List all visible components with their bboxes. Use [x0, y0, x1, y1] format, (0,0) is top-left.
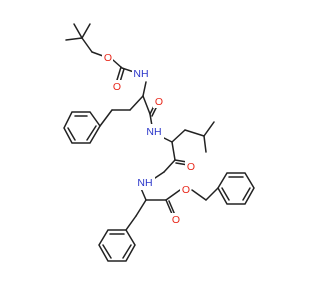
- nitrogen-label: NH: [146, 126, 161, 138]
- tert-butyl-group: [65, 23, 93, 53]
- atom-n2: NH: [145, 124, 164, 139]
- bond: [122, 244, 132, 259]
- bond: [125, 215, 137, 231]
- bond: [205, 187, 219, 201]
- bond: [168, 200, 176, 216]
- bond: [142, 81, 147, 97]
- bond: [102, 244, 112, 259]
- atom-n1: NH: [132, 66, 150, 81]
- bond: [98, 229, 136, 262]
- bond: [135, 199, 147, 217]
- bond: [116, 66, 122, 81]
- bond: [184, 129, 205, 137]
- structure-canvas: O O NH O NH O NH O O: [63, 23, 255, 262]
- atom-o6: O: [180, 183, 191, 196]
- bond: [129, 95, 144, 111]
- bond: [67, 127, 76, 141]
- phenyl-ring-2: [98, 229, 136, 262]
- bond: [203, 135, 207, 153]
- oxygen-label: O: [182, 184, 190, 196]
- bond: [63, 111, 101, 144]
- atom-n3: NH: [136, 175, 155, 190]
- nitrogen-label: NH: [133, 68, 148, 80]
- oxygen-label: O: [155, 96, 163, 108]
- atom-o4: O: [185, 160, 196, 173]
- atom-o5: O: [170, 213, 181, 226]
- bond: [171, 129, 186, 143]
- bond: [99, 109, 113, 127]
- phenyl-ring-3: [217, 172, 255, 205]
- bond: [191, 189, 207, 201]
- atom-o1: O: [102, 51, 113, 64]
- bond: [73, 23, 83, 39]
- bond: [217, 172, 255, 205]
- bond: [242, 187, 251, 201]
- bond: [171, 141, 176, 161]
- bond: [65, 37, 83, 41]
- bond: [142, 95, 151, 115]
- bond: [86, 125, 97, 141]
- bond: [163, 159, 176, 173]
- carbamate-group: [91, 51, 147, 97]
- oxygen-label: O: [187, 161, 195, 173]
- homophenylalanine-residue: [99, 95, 158, 127]
- phenyl-ring-1: [63, 111, 101, 144]
- bond: [221, 187, 230, 201]
- oxygen-label: O: [113, 81, 121, 93]
- atom-o2: O: [111, 80, 122, 93]
- bond: [119, 68, 125, 83]
- bond: [81, 37, 93, 53]
- atom-o3: O: [153, 95, 164, 108]
- bond: [81, 23, 91, 39]
- bond: [91, 51, 104, 57]
- bond: [165, 189, 181, 201]
- bond: [165, 199, 173, 215]
- bond: [203, 121, 215, 137]
- oxygen-label: O: [172, 214, 180, 226]
- nitrogen-label: NH: [137, 177, 152, 189]
- oxygen-label: O: [104, 52, 112, 64]
- molecule-drawing: O O NH O NH O NH O O: [63, 23, 255, 262]
